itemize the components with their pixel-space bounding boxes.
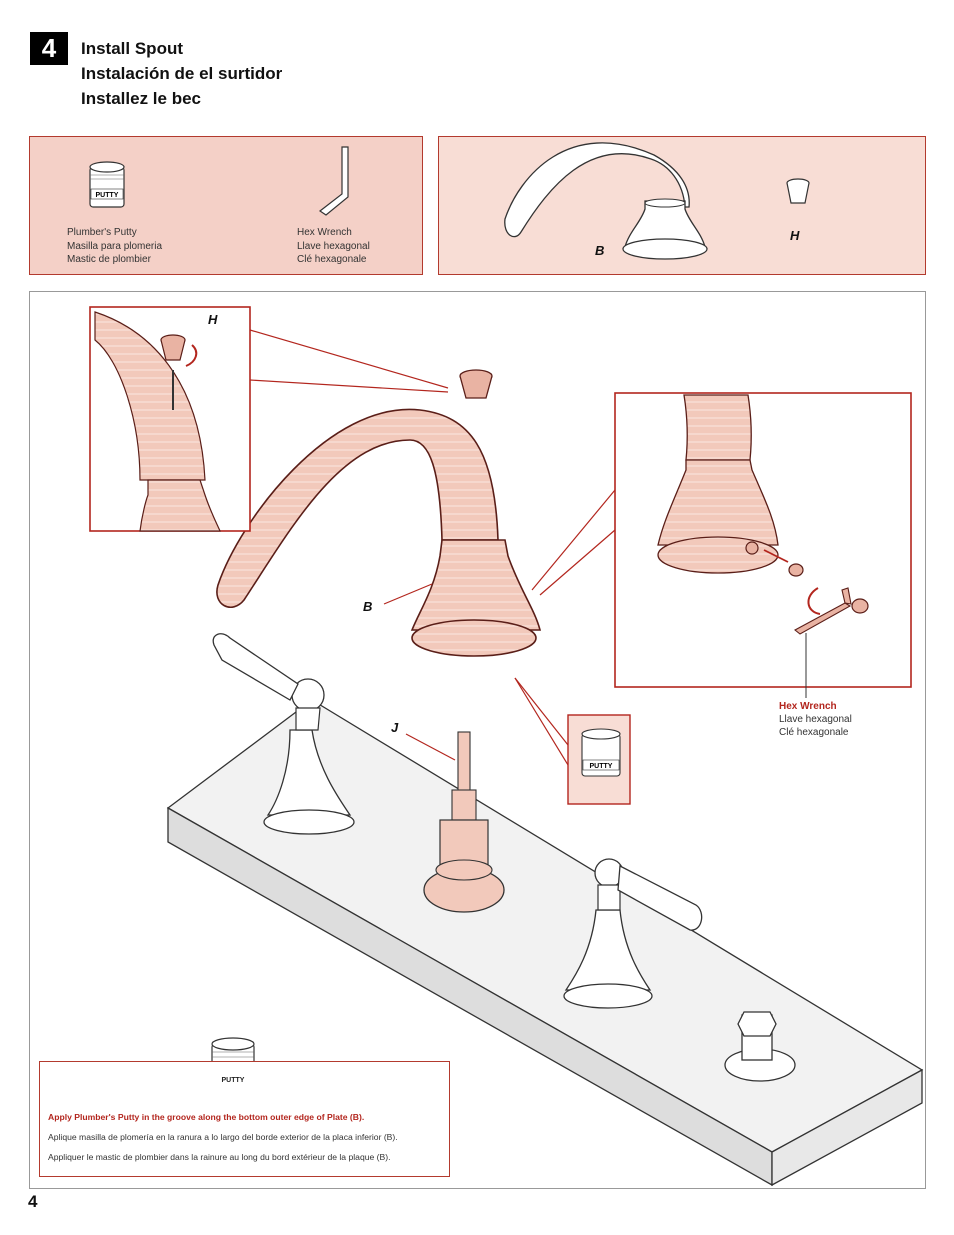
detail-inset-putty: PUTTY xyxy=(567,714,631,805)
putty-jar-icon: PUTTY xyxy=(89,161,125,208)
hex-wrench-caption: Hex Wrench Llave hexagonal Clé hexagonal… xyxy=(779,701,852,738)
note-putty-label: PUTTY xyxy=(221,1077,245,1084)
title-fr: Installez le bec xyxy=(81,89,201,108)
page-number: 4 xyxy=(28,1192,38,1211)
parts-panel: B H xyxy=(438,136,926,275)
hex-wrench-icon xyxy=(318,146,349,216)
detail-inset-right xyxy=(614,392,912,688)
note-es: Aplique masilla de plomería en la ranura… xyxy=(48,1132,398,1142)
main-spout xyxy=(216,408,542,657)
right-handle-valve xyxy=(563,858,703,1009)
spout-part-label: B xyxy=(595,243,605,258)
step-number-badge: 4 xyxy=(30,32,68,65)
spout-part-icon xyxy=(504,142,708,260)
cap-part-icon xyxy=(786,178,810,204)
putty-instruction-note: Apply Plumber's Putty in the groove alon… xyxy=(39,1061,450,1177)
callout-b: B xyxy=(363,599,373,614)
inset-putty-label: PUTTY xyxy=(590,763,613,770)
title-en: Install Spout xyxy=(81,39,183,58)
tools-panel: PUTTY Plumber's Putty Masilla para plome… xyxy=(29,136,423,275)
floating-cap-h xyxy=(459,369,493,399)
cap-part-label: H xyxy=(790,228,800,243)
rough-valve xyxy=(724,1011,796,1082)
callout-j: J xyxy=(391,720,399,735)
note-en: Apply Plumber's Putty in the groove alon… xyxy=(48,1112,365,1122)
deck-plate xyxy=(166,699,924,1187)
putty-caption: Plumber's Putty Masilla para plomeria Ma… xyxy=(67,227,163,265)
detail-inset-top-left xyxy=(89,306,251,532)
wrench-caption: Hex Wrench Llave hexagonal Clé hexagonal… xyxy=(297,227,370,265)
title-es: Instalación de el surtidor xyxy=(81,64,283,83)
left-handle-valve xyxy=(212,633,355,835)
tools-illustration: PUTTY xyxy=(89,146,349,216)
step-titles: Install Spout Instalación de el surtidor… xyxy=(81,36,282,111)
spout-shank-j xyxy=(423,731,505,913)
note-fr: Appliquer le mastic de plombier dans la … xyxy=(48,1152,391,1162)
putty-jar-label: PUTTY xyxy=(96,192,119,199)
parts-illustration xyxy=(504,142,810,260)
callout-h: H xyxy=(208,312,218,327)
